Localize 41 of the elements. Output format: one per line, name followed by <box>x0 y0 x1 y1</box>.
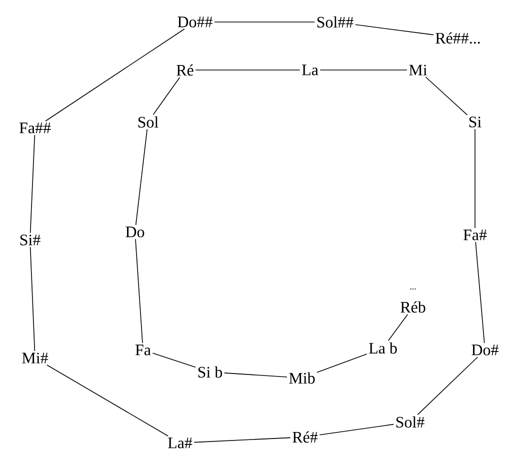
note-label: Sol <box>138 116 158 128</box>
connector-line <box>152 352 196 368</box>
connector-line <box>224 372 288 378</box>
connector-line <box>152 76 180 116</box>
connector-line <box>417 356 478 416</box>
note-label: Si b <box>198 366 222 378</box>
note-label: Sol# <box>396 416 424 428</box>
note-label: Sol## <box>317 16 354 28</box>
note-label: Mi# <box>22 352 48 364</box>
note-label: Fa <box>135 344 151 356</box>
note-label: Si <box>469 116 482 128</box>
note-label: La <box>302 64 318 76</box>
note-label: Mib <box>289 372 315 384</box>
note-label: Do <box>126 226 144 238</box>
note-label: Fa## <box>19 122 51 134</box>
connector-line <box>316 354 368 373</box>
ellipsis-text: ... <box>410 288 416 290</box>
note-label: Do## <box>178 16 212 28</box>
note-label: La# <box>168 438 192 448</box>
note-label: Mi <box>409 64 428 76</box>
note-label: Fa# <box>463 230 487 240</box>
connector-line <box>388 314 408 342</box>
connector-line <box>474 128 476 228</box>
connector-line <box>45 28 185 122</box>
note-label: Réb <box>400 301 426 313</box>
connector-line <box>425 76 468 116</box>
note-label: La b <box>369 342 397 354</box>
connector-line <box>30 246 36 352</box>
connector-line <box>135 238 143 344</box>
connector-line <box>30 134 36 234</box>
connector-line <box>354 24 434 36</box>
note-label: Ré##... <box>436 32 480 44</box>
note-label: Ré# <box>292 431 318 443</box>
connector-line <box>135 128 148 226</box>
note-label: Si# <box>20 234 40 246</box>
note-label: Do# <box>472 344 498 356</box>
connector-line <box>46 364 168 436</box>
connector-line <box>194 437 291 443</box>
connector-line <box>319 424 394 436</box>
connector-line <box>475 242 485 344</box>
note-label: Ré <box>176 64 194 76</box>
